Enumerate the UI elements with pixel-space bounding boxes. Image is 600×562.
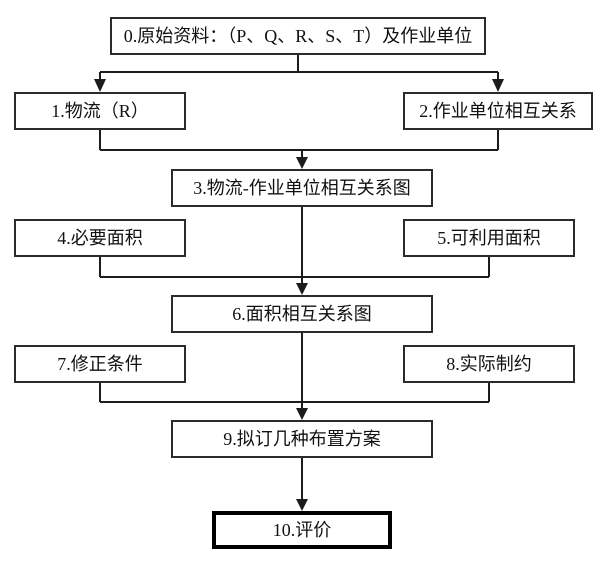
- arrowheads: [94, 79, 504, 511]
- flow-node-3-flow-relation-chart: 3.物流-作业单位相互关系图: [171, 169, 433, 207]
- flow-node-4-required-area: 4.必要面积: [14, 219, 186, 257]
- flow-node-1-material-flow: 1.物流（R）: [14, 92, 186, 130]
- flow-node-6-area-relation-chart: 6.面积相互关系图: [171, 295, 433, 333]
- flow-node-5-available-area: 5.可利用面积: [403, 219, 575, 257]
- flow-node-7-modifying-conditions: 7.修正条件: [14, 345, 186, 383]
- flow-node-2-activity-relations: 2.作业单位相互关系: [403, 92, 593, 130]
- flow-node-9-layout-alternatives: 9.拟订几种布置方案: [171, 420, 433, 458]
- flow-node-0-raw-data: 0.原始资料：（P、Q、R、S、T）及作业单位: [110, 17, 486, 55]
- flow-node-8-practical-limits: 8.实际制约: [403, 345, 575, 383]
- flow-node-10-evaluation: 10.评价: [212, 511, 392, 549]
